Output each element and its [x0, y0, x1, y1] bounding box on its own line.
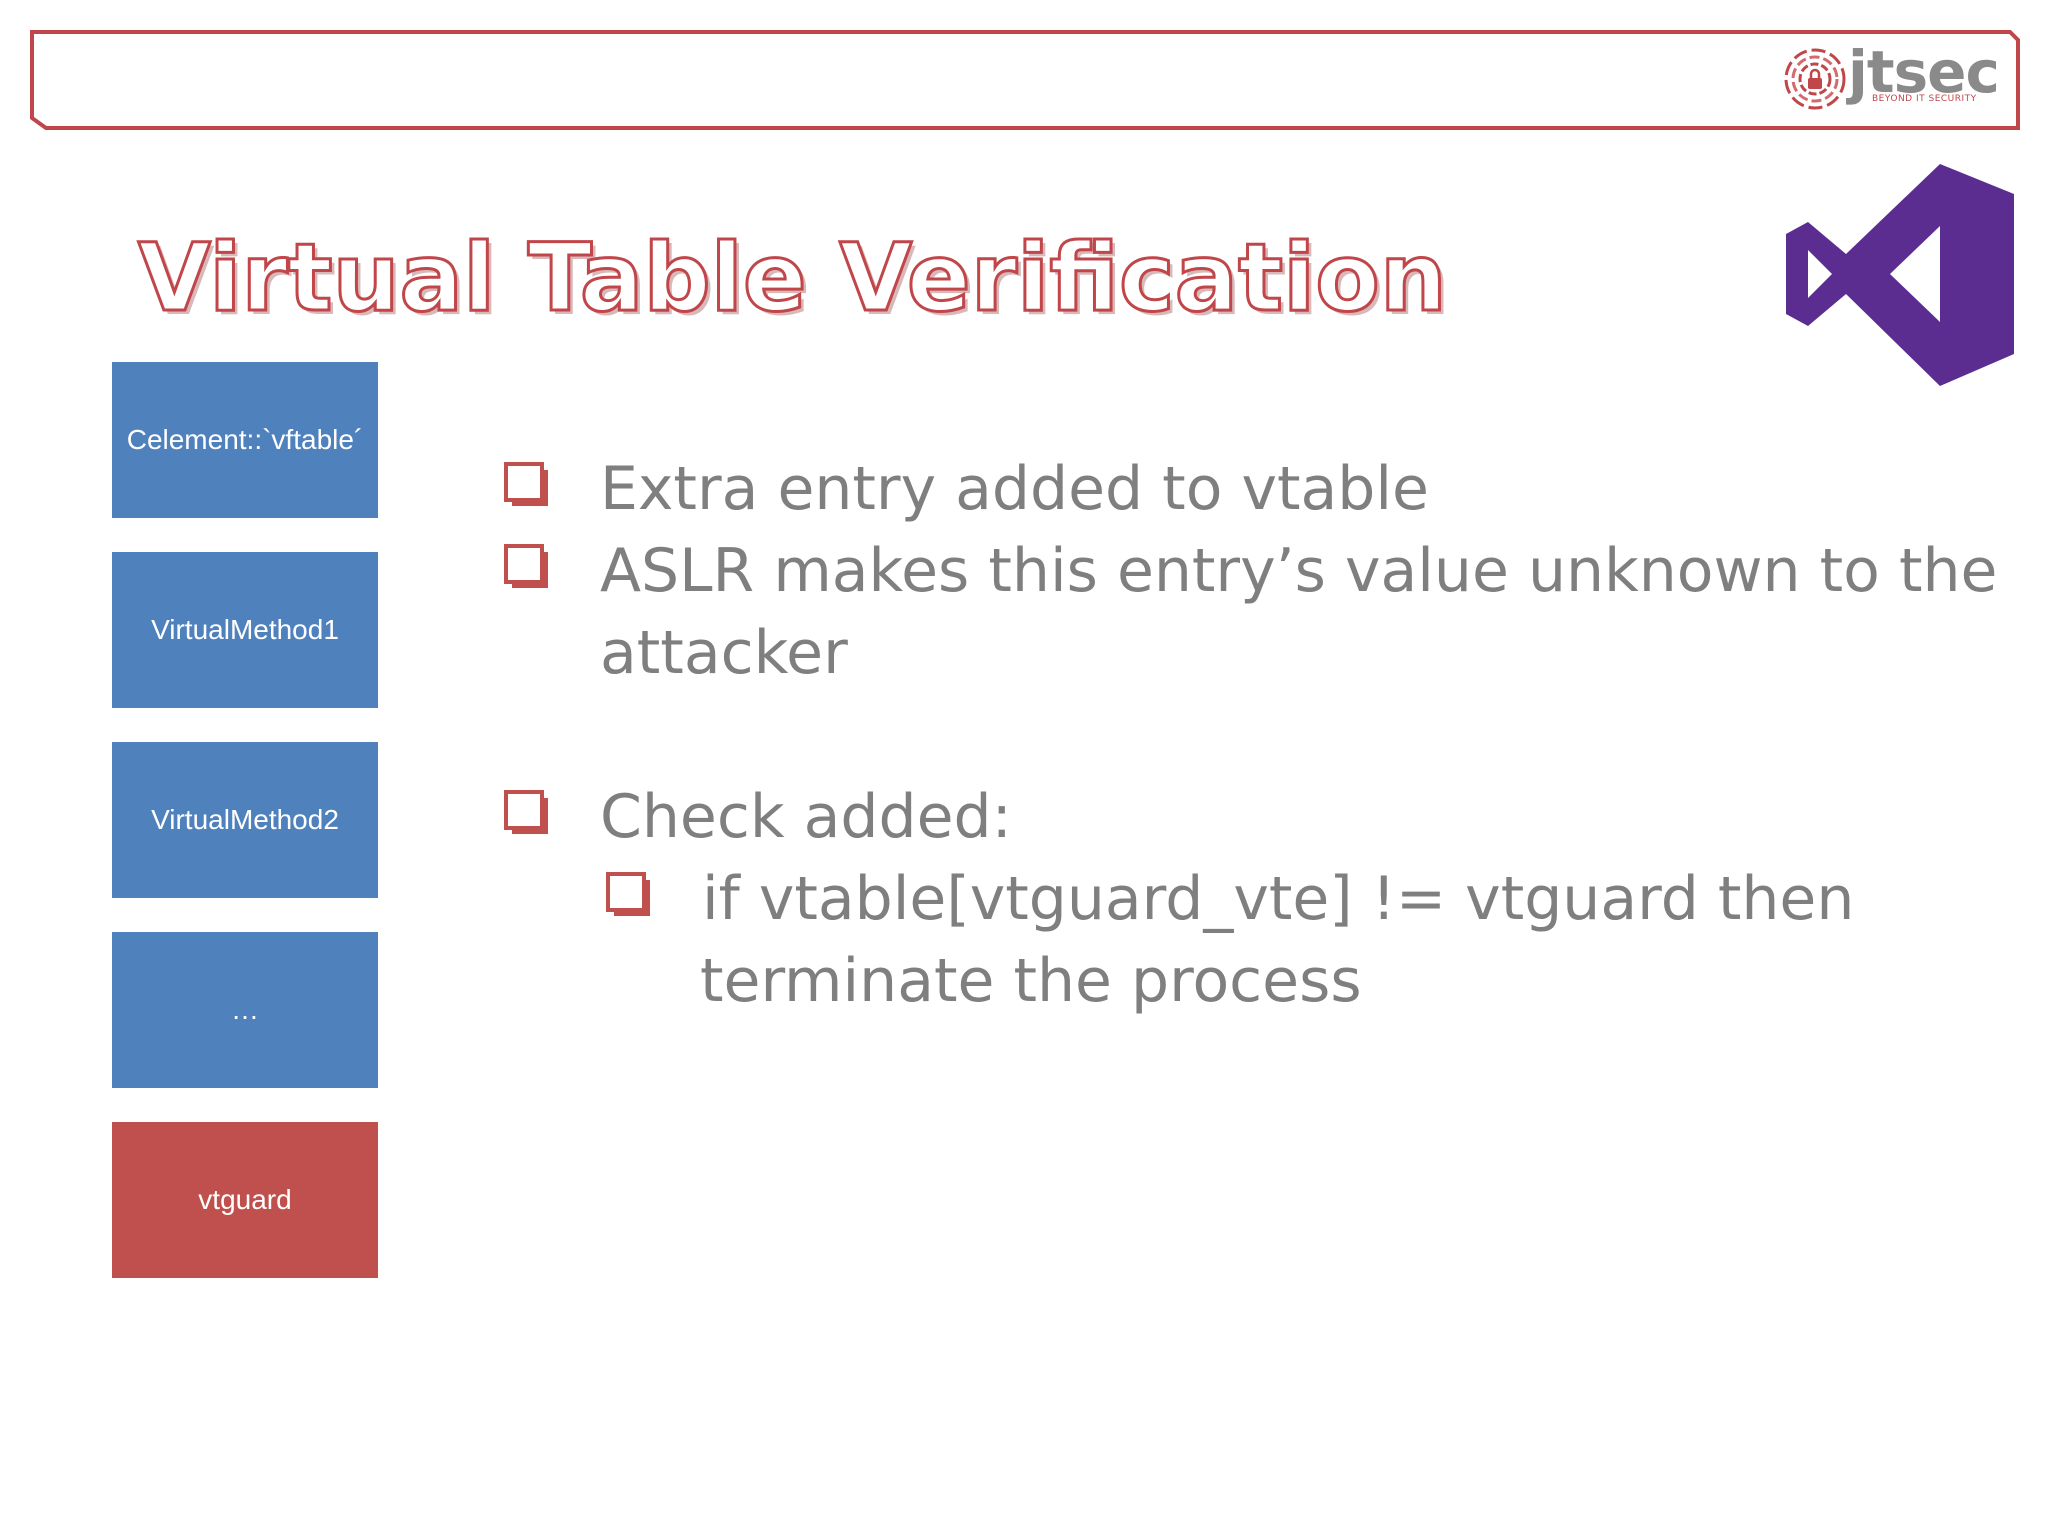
header-frame [0, 0, 2048, 140]
vtable-entry-vtguard: vtguard [112, 1122, 378, 1278]
bullet-text-1: Extra entry added to vtable [600, 454, 1429, 524]
fingerprint-lock-icon [1784, 48, 1846, 110]
company-logo: jtsec BEYOND IT SECURITY [1782, 40, 2000, 118]
bullet-text-2-line1: ASLR makes this entry’s value unknown to… [600, 536, 1998, 606]
bullet-item-4: if vtable[vtguard_vte] != vtguard then t… [700, 858, 1854, 1022]
slide-title: Virtual Table Verification [137, 223, 1449, 335]
logo-tagline: BEYOND IT SECURITY [1872, 94, 1977, 104]
bullet-text-3: Check added: [600, 782, 1012, 852]
vtable-entry-ellipsis: … [112, 932, 378, 1088]
bullet-item-1: Extra entry added to vtable [600, 448, 1429, 530]
vtable-entry-vftable: Celement::`vftable´ [112, 362, 378, 518]
checkbox-square-icon [504, 462, 548, 506]
bullet-text-2-line2: attacker [600, 618, 848, 688]
vtable-entry-virtualmethod2: VirtualMethod2 [112, 742, 378, 898]
bullet-item-3: Check added: [600, 776, 1012, 858]
visual-studio-icon [1786, 164, 2014, 386]
bullet-text-4-line1: if vtable[vtguard_vte] != vtguard then [702, 864, 1855, 934]
checkbox-square-icon [504, 790, 548, 834]
checkbox-square-icon [504, 544, 548, 588]
logo-wordmark: jtsec [1848, 38, 2000, 106]
bullet-item-2: ASLR makes this entry’s value unknown to… [600, 530, 1997, 694]
checkbox-square-icon [606, 872, 650, 916]
bullet-text-4-line2: terminate the process [700, 946, 1362, 1016]
vtable-entry-virtualmethod1: VirtualMethod1 [112, 552, 378, 708]
